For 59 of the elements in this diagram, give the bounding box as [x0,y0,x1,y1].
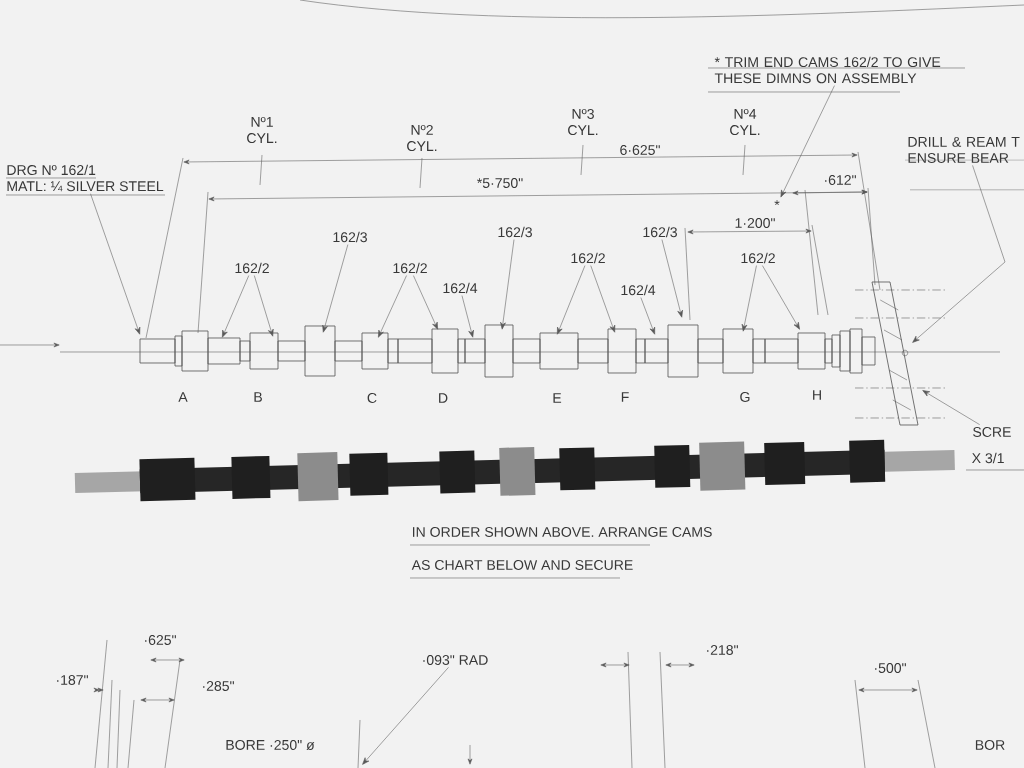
leader-line [254,275,274,337]
dimension-text: 1·200" [735,218,775,228]
note-text: DRILL & REAM T ENSURE BEAR [908,137,1020,163]
leader-line [322,244,349,333]
dimension-text: ·625" [145,635,176,645]
part-number-label: 162/4 [443,282,478,294]
leader-line [500,239,515,330]
part-number-label: 162/3 [333,231,367,243]
asterisk-mark: * [774,200,780,206]
leader-line [762,265,800,330]
dimension-text: ·500" [875,663,906,673]
leader-line [590,265,616,333]
note-text: * TRIM END CAMS 162/2 TO GIVE THESE DIMNS ON ASSEMBLY [714,56,941,84]
leader-line [922,390,980,425]
part-number-label: 162/4 [621,284,656,296]
note-text: IN ORDER SHOWN ABOVE. ARRANGE CAMS [413,527,712,537]
leader-line [461,295,474,338]
part-number-label: 162/3 [643,226,677,238]
dimension-text: *5·750" [477,178,523,188]
cylinder-label: Nº1 CYL. [247,116,277,144]
station-letter: E [553,393,562,403]
dimension-text: ·218" [707,645,738,655]
leader-line [661,239,683,318]
part-number-label: 162/2 [741,252,775,264]
note-text: X 3/1 [972,452,1004,464]
part-number-label: 162/2 [571,252,605,264]
leader-line [557,265,586,335]
station-letter: B [254,392,262,402]
dimension-text: ·285" [203,681,234,691]
station-letter: C [367,393,377,403]
leader-line [378,275,407,338]
note-text: BOR [975,740,1005,750]
station-letter: A [178,392,188,402]
leader-line [741,265,757,332]
cylinder-label: Nº3 CYL. [568,108,598,136]
part-number-label: 162/2 [393,262,427,274]
note-text: AS CHART BELOW AND SECURE [411,560,633,570]
note-text: SCRE [973,427,1011,437]
leader-line [222,275,250,338]
leader-line [640,297,655,335]
cylinder-label: Nº2 CYL. [407,124,437,152]
station-letter: H [813,390,821,400]
station-letter: G [740,392,750,402]
dimension-text: BORE ·250" ø [226,739,315,751]
leader-line [780,85,835,198]
dimension-text: ·612" [825,175,856,185]
cylinder-label: Nº4 CYL. [730,108,760,136]
station-letter: D [439,393,448,403]
leader-line [362,667,449,765]
part-number-label: 162/2 [235,262,269,274]
leader-line [90,193,141,335]
station-letter: F [621,392,629,402]
dimension-text: ·187" [57,675,88,685]
dimension-text: 6·625" [620,145,660,155]
leader-line [413,275,438,330]
dimension-text: ·093" RAD [423,655,488,665]
title-note: DRG Nº 162/1 MATL: ¼ SILVER STEEL [7,164,164,192]
leader-line [912,165,1006,343]
part-number-label: 162/3 [498,226,532,238]
